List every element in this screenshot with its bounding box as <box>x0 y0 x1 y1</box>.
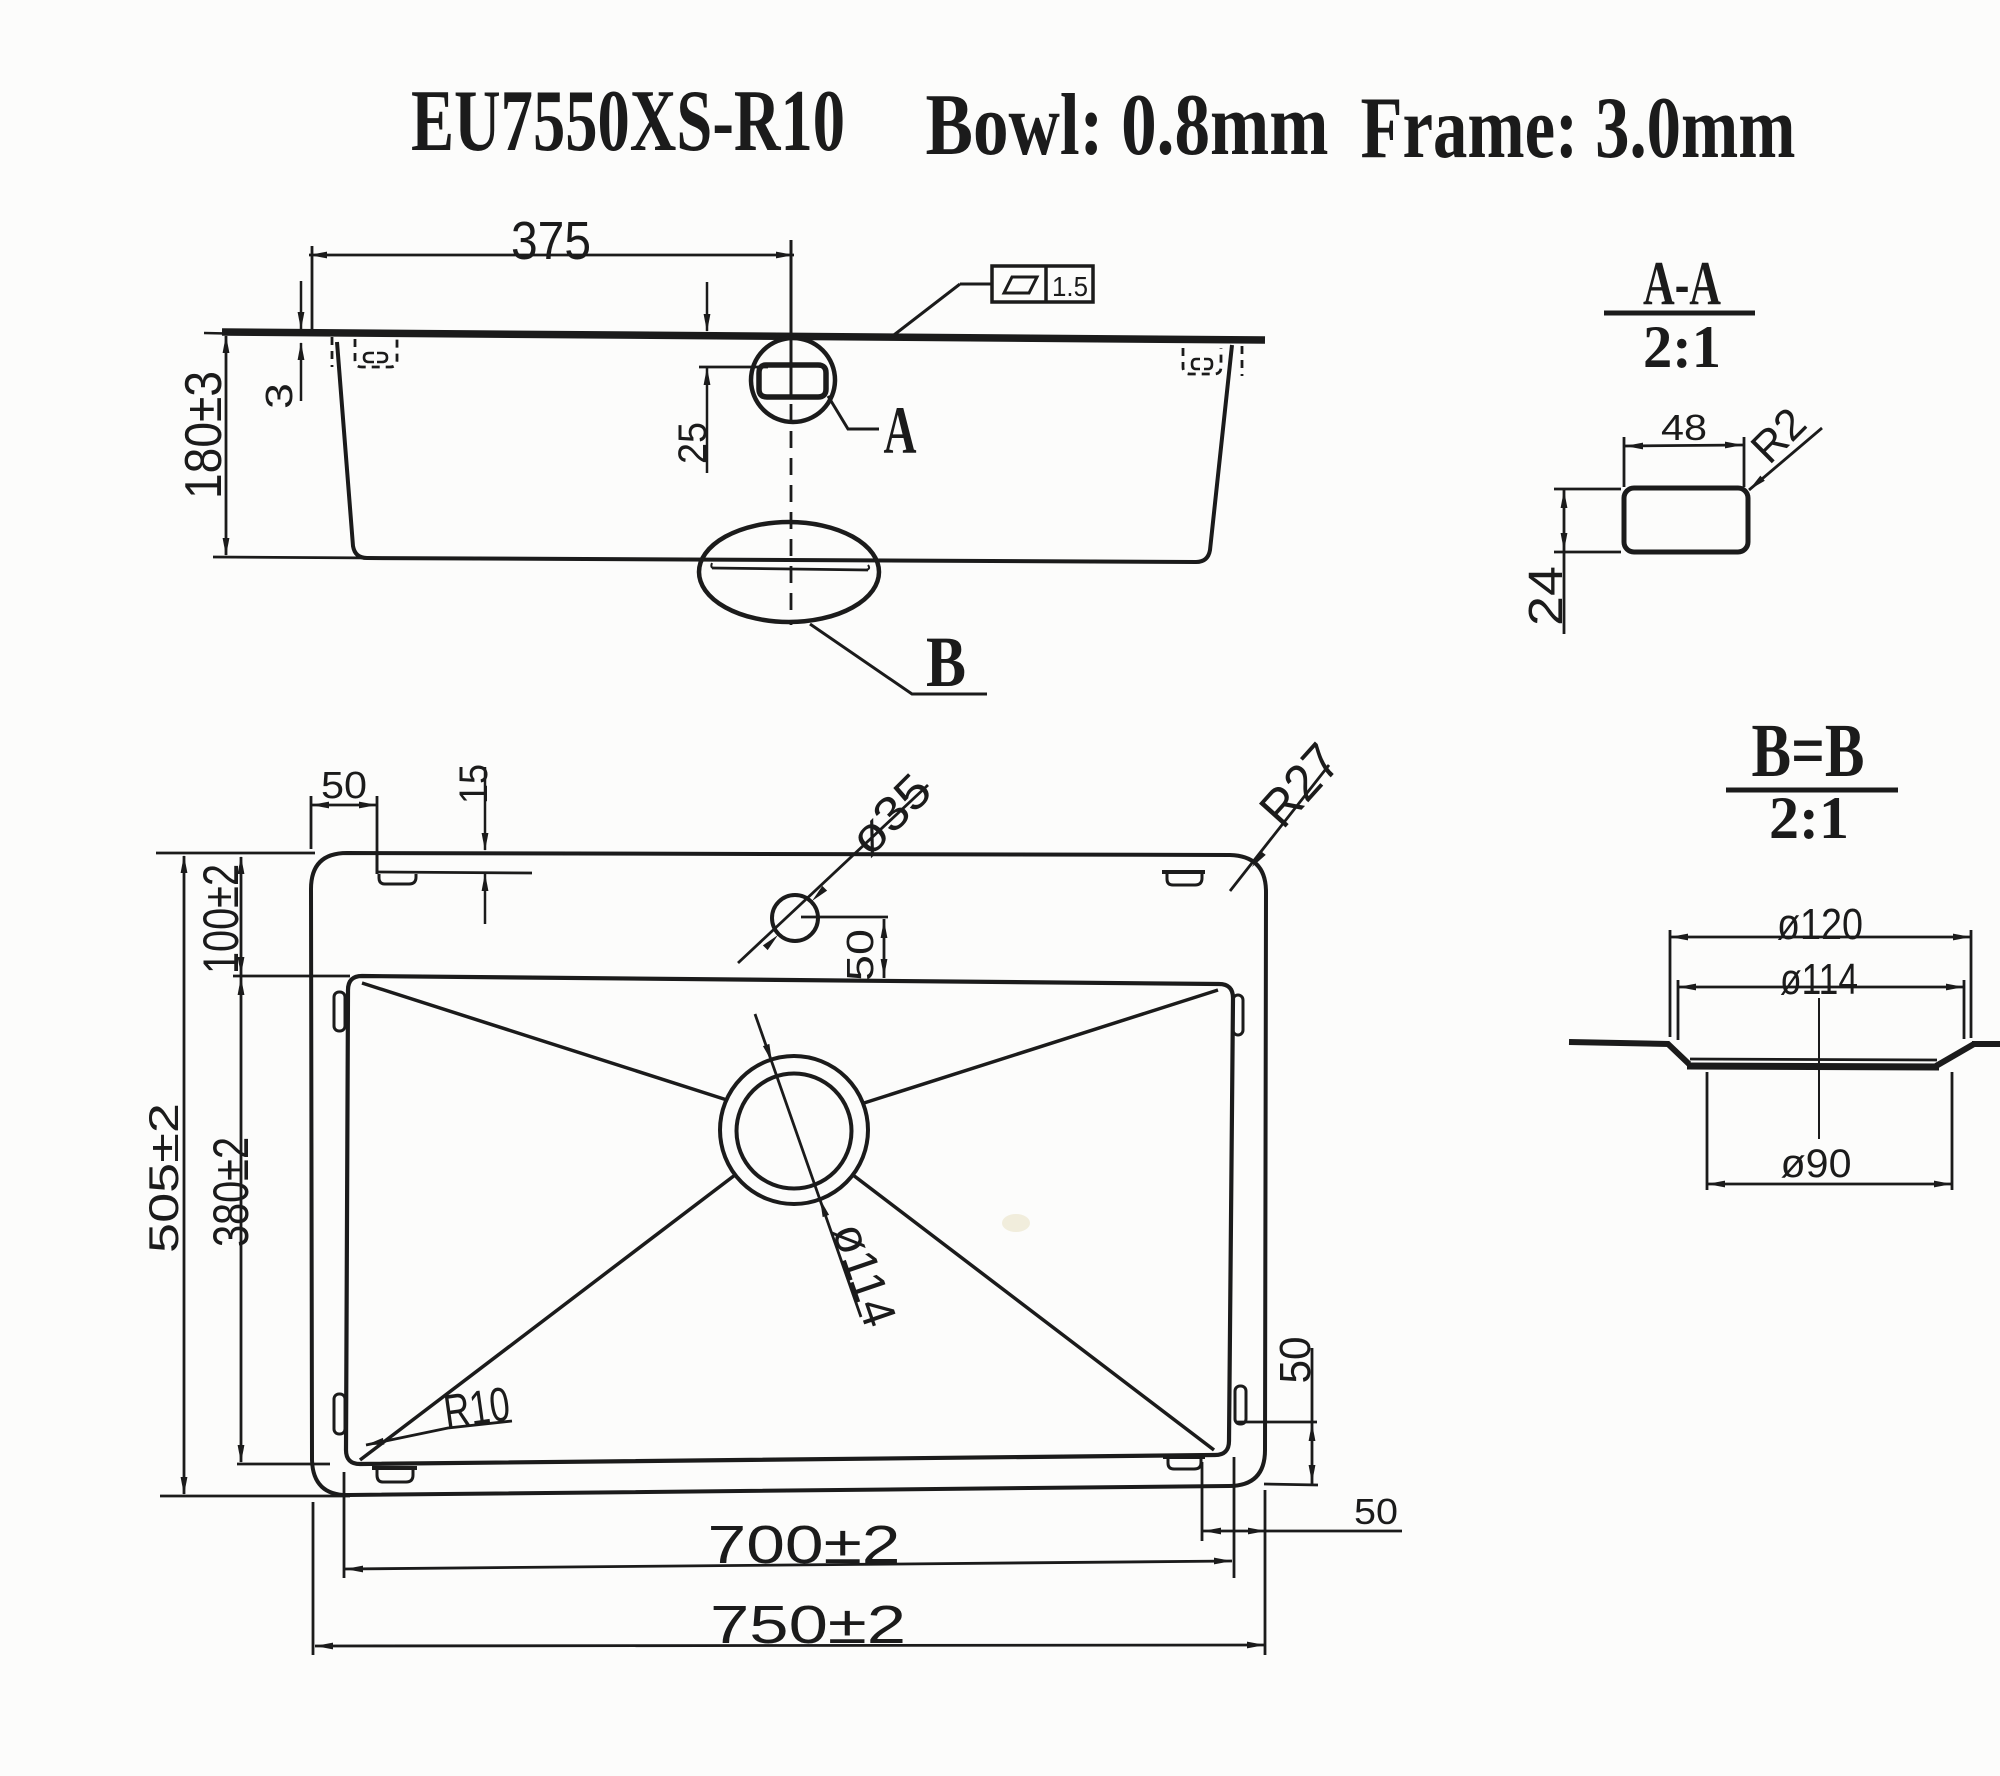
svg-text:ø114: ø114 <box>821 1216 906 1333</box>
svg-text:Bowl: 0.8mm: Bowl: 0.8mm <box>926 77 1329 174</box>
svg-text:EU7550XS-R10: EU7550XS-R10 <box>411 73 845 170</box>
svg-text:2:1: 2:1 <box>1769 785 1849 851</box>
svg-text:2:1: 2:1 <box>1643 314 1721 380</box>
svg-text:1.5: 1.5 <box>1052 271 1088 302</box>
svg-text:B=B: B=B <box>1752 709 1865 793</box>
svg-text:750±2: 750±2 <box>710 1595 906 1655</box>
svg-text:700±2: 700±2 <box>708 1515 901 1575</box>
svg-text:50: 50 <box>1354 1491 1398 1532</box>
svg-text:100±2: 100±2 <box>193 864 249 974</box>
svg-text:ø35: ø35 <box>840 764 943 867</box>
svg-text:A-A: A-A <box>1643 250 1721 318</box>
svg-text:ø90: ø90 <box>1781 1142 1852 1186</box>
svg-text:15: 15 <box>452 764 496 804</box>
svg-text:380±2: 380±2 <box>203 1137 259 1247</box>
svg-text:B: B <box>926 622 966 702</box>
svg-text:R2: R2 <box>1742 399 1816 473</box>
svg-text:24: 24 <box>1520 566 1573 626</box>
svg-text:50: 50 <box>321 765 367 807</box>
svg-text:50: 50 <box>1271 1337 1320 1384</box>
svg-text:375: 375 <box>511 211 591 271</box>
svg-text:Frame: 3.0mm: Frame: 3.0mm <box>1361 80 1796 177</box>
svg-text:A: A <box>884 392 917 468</box>
svg-text:3: 3 <box>259 383 301 409</box>
svg-text:R27: R27 <box>1249 733 1352 839</box>
svg-text:48: 48 <box>1661 407 1707 448</box>
svg-text:505±2: 505±2 <box>140 1103 187 1253</box>
svg-text:ø120: ø120 <box>1777 900 1863 949</box>
svg-text:ø114: ø114 <box>1780 955 1858 1004</box>
svg-text:25: 25 <box>671 422 715 464</box>
svg-text:50: 50 <box>840 929 882 981</box>
svg-text:R10: R10 <box>440 1378 513 1440</box>
svg-text:180±3: 180±3 <box>175 371 233 499</box>
